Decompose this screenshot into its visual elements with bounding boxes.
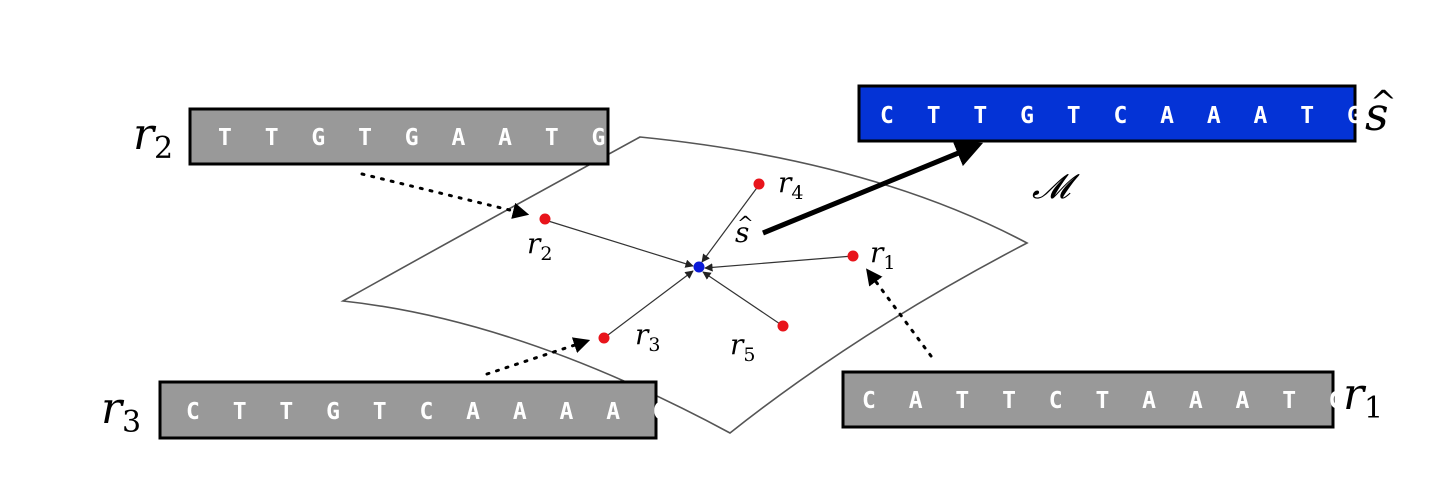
read-box-r2: T T G T G A A T G: [188, 107, 615, 166]
dotted-arrow-r3: [485, 337, 591, 376]
manifold-surface: [340, 136, 1029, 434]
label-point-r3: r3: [635, 318, 660, 356]
svg-text:^: ^: [737, 211, 754, 235]
point-r5: [777, 320, 789, 332]
dotted-arrow-r1: [866, 268, 933, 358]
read-mapping-arrows: [360, 172, 933, 376]
read-sequence-r1: C A T T C T A A A T G: [862, 388, 1352, 414]
svg-text:^: ^: [1370, 83, 1397, 121]
read-label-r3: r3: [101, 383, 141, 440]
label-point-center: s ^: [735, 211, 754, 249]
arrow-r5-to-center: [702, 271, 784, 327]
read-sequence-r2: T T G T G A A T G: [218, 125, 615, 151]
arrow-r3-to-center: [603, 270, 694, 339]
label-point-r2: r2: [527, 227, 552, 265]
read-box-r3: C T T G T C A A A A G: [158, 380, 676, 440]
point-r1: [847, 250, 859, 262]
label-point-r1: r1: [870, 236, 895, 274]
read-label-r2: r2: [133, 109, 173, 166]
point-center: [693, 261, 705, 273]
point-r3: [598, 332, 610, 344]
point-r2: [539, 213, 551, 225]
consensus-arrow: [762, 140, 984, 236]
consensus-label: s ^: [1365, 83, 1397, 141]
consensus-sequence: C T T G T C A A A T G: [880, 103, 1370, 129]
arrow-r1-to-center: [704, 255, 854, 272]
svg-text:s: s: [1365, 87, 1389, 141]
read-sequence-r3: C T T G T C A A A A G: [186, 399, 676, 425]
label-point-r5: r5: [730, 328, 755, 366]
point-r4: [753, 178, 765, 190]
label-point-r4: r4: [778, 166, 803, 204]
read-label-r1: r1: [1343, 369, 1383, 426]
aggregation-arrows: [544, 184, 854, 339]
svg-text:s: s: [735, 216, 749, 249]
dotted-arrow-r2: [360, 172, 530, 219]
manifold-label: 𝓜: [1032, 169, 1080, 206]
consensus-box: C T T G T C A A A T G: [857, 84, 1370, 143]
arrow-r4-to-center: [701, 184, 760, 263]
arrow-r2-to-center: [544, 219, 694, 268]
read-box-r1: C A T T C T A A A T G: [841, 370, 1352, 429]
